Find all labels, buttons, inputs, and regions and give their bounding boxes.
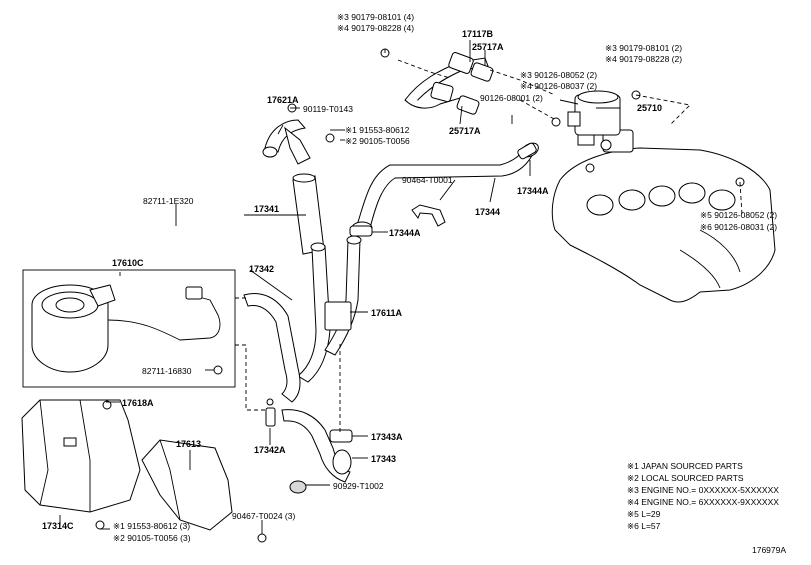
label-17610C: 17610C <box>112 258 144 268</box>
label-17117B: 17117B <box>462 29 494 39</box>
air-switching-valve <box>551 90 641 151</box>
label-17618A: 17618A <box>122 398 154 408</box>
figure-id: 176979A <box>752 545 786 555</box>
label-17341: 17341 <box>254 204 279 214</box>
label-90464-T0001: 90464-T0001 <box>402 175 453 185</box>
hose-17344 <box>349 142 539 237</box>
label-90179-08101-b: ※3 90179-08101 (2) <box>605 43 682 53</box>
label-90126-08052-b: ※5 90126-08052 (2) <box>700 210 777 220</box>
label-90105-bottom: ※2 90105-T0056 (3) <box>113 533 191 543</box>
hose-17621A <box>262 103 335 165</box>
legend-item: ※2 LOCAL SOURCED PARTS <box>627 473 744 483</box>
label-25717A-bottom: 25717A <box>449 126 481 136</box>
clamp-17343A <box>329 429 353 443</box>
label-91553-bottom: ※1 91553-80612 (3) <box>113 521 190 531</box>
label-90179-08228-a: ※4 90179-08228 (4) <box>337 23 414 33</box>
legend: ※1 JAPAN SOURCED PARTS ※2 LOCAL SOURCED … <box>627 461 779 531</box>
label-90467-T0024: 90467-T0024 (3) <box>232 511 295 521</box>
label-90119-T0143: 90119-T0143 <box>303 104 353 114</box>
label-91553-top: ※1 91553-80612 <box>345 125 410 135</box>
air-pipe-17117B <box>380 48 494 115</box>
label-17344: 17344 <box>475 207 500 217</box>
label-90179-08101-a: ※3 90179-08101 (4) <box>337 12 414 22</box>
legend-item: ※3 ENGINE NO.= 0XXXXXX-5XXXXXX <box>627 485 779 495</box>
label-17342A: 17342A <box>254 445 286 455</box>
legend-item: ※6 L=57 <box>627 521 661 531</box>
part-labels: 17117B 25717A 25717A 25710 17621A 90119-… <box>42 12 777 543</box>
legend-item: ※5 L=29 <box>627 509 661 519</box>
label-90126-08031: ※6 90126-08031 (2) <box>700 222 777 232</box>
label-82711-1E320: 82711-1E320 <box>143 196 194 206</box>
legend-item: ※4 ENGINE NO.= 6XXXXXX-9XXXXXX <box>627 497 779 507</box>
legend-item: ※1 JAPAN SOURCED PARTS <box>627 461 743 471</box>
label-25710: 25710 <box>637 103 662 113</box>
label-17613: 17613 <box>176 439 201 449</box>
label-17344A-mid: 17344A <box>389 228 421 238</box>
label-17314C: 17314C <box>42 521 74 531</box>
label-17344A-top: 17344A <box>517 186 549 196</box>
label-25717A-top: 25717A <box>472 42 504 52</box>
leader-lines <box>59 40 743 534</box>
pipe-17611A <box>297 235 362 383</box>
label-82711-16830: 82711-16830 <box>142 366 192 376</box>
label-17343A: 17343A <box>371 432 403 442</box>
label-90105-top: ※2 90105-T0056 <box>345 136 410 146</box>
label-17611A: 17611A <box>371 308 403 318</box>
grommet-90929 <box>289 480 307 494</box>
label-17621A: 17621A <box>267 95 299 105</box>
label-90126-08037: ※4 90126-08037 (2) <box>520 81 597 91</box>
label-90179-08228-b: ※4 90179-08228 (2) <box>605 54 682 64</box>
label-17342: 17342 <box>249 264 274 274</box>
label-90929-T1002: 90929-T1002 <box>333 481 384 491</box>
cover-17613 <box>141 439 233 531</box>
clamp-90464 <box>411 204 446 227</box>
label-90126-08052-a: ※3 90126-08052 (2) <box>520 70 597 80</box>
air-pump-assy-box <box>22 269 236 388</box>
label-17343: 17343 <box>371 454 396 464</box>
label-90126-08001: 90126-08001 (2) <box>480 93 543 103</box>
bracket-17314C <box>21 399 141 530</box>
air-pump <box>31 284 223 375</box>
sensor-17342A <box>265 407 276 427</box>
hose-17342 <box>243 293 301 403</box>
